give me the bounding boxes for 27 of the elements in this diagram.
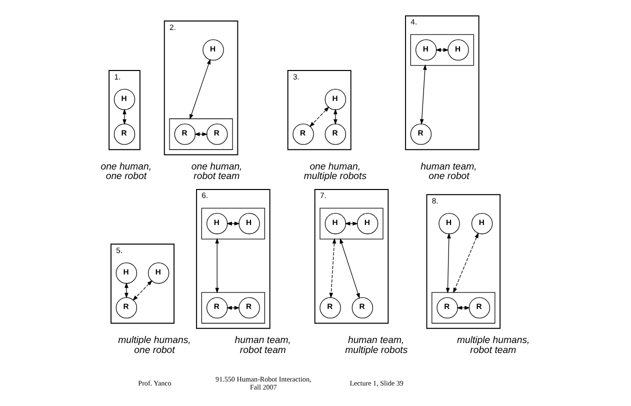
arrow [453,232,479,294]
arrow [215,238,220,294]
cluster [201,208,266,240]
arrow [446,232,451,294]
arrow [435,48,449,52]
node-label: one human, multiple robots [304,162,367,182]
node-label: human team, one robot [420,162,477,182]
arrow [122,108,126,125]
node-label: one human, one robot [100,162,152,182]
node-label: human team, multiple robots [345,335,408,356]
node-label: multiple humans, robot team [456,335,530,356]
node-label: multiple humans, one robot [118,335,191,356]
cluster [201,292,266,324]
arrow [340,238,360,299]
arrow [190,58,210,120]
cluster [169,118,233,150]
arrow [334,108,338,125]
cluster [320,208,384,240]
cluster [432,292,496,324]
arrow [132,280,152,301]
node-label: human team, robot team [234,335,291,356]
arrow [329,238,336,298]
node-label: one human, robot team [191,162,242,182]
arrow [124,282,128,298]
cluster [410,34,474,66]
arrow [420,64,427,125]
arrow [309,106,330,128]
